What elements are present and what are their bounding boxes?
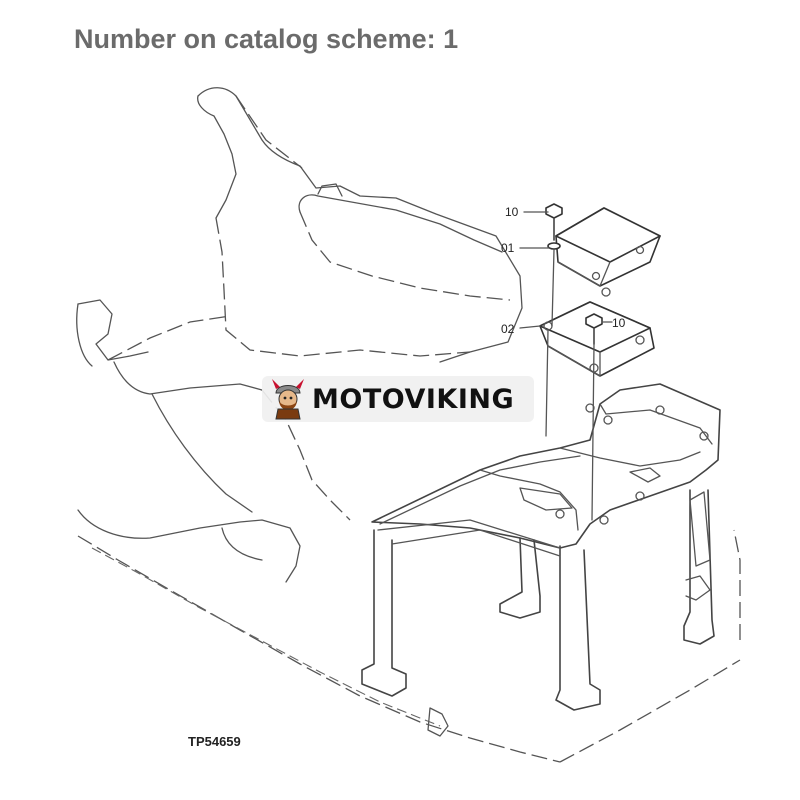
controller-module-upper: [555, 207, 661, 287]
assembly-guide-line: [551, 249, 555, 327]
viking-mascot-icon: [272, 379, 304, 420]
figure-id: TP54659: [188, 734, 241, 749]
callout-label: 10: [505, 205, 519, 219]
assembly-guide-line: [591, 343, 595, 521]
bolt-lower-icon: [585, 313, 603, 345]
assembly-guide-line: [545, 329, 549, 437]
callout-leader: [519, 325, 541, 329]
bolt-upper-icon: [545, 203, 563, 250]
page-title: Number on catalog scheme: 1: [74, 24, 459, 54]
callout-label: 10: [612, 316, 626, 330]
controller-module-lower: [539, 287, 655, 377]
watermark-brand: MOTOVIKING: [312, 383, 515, 415]
machine-outline: [76, 87, 741, 763]
callout-label: 02: [501, 322, 515, 336]
watermark-banner: MOTOVIKING: [262, 376, 534, 422]
callout-label: 01: [501, 241, 515, 255]
mounting-stand: [361, 383, 721, 711]
